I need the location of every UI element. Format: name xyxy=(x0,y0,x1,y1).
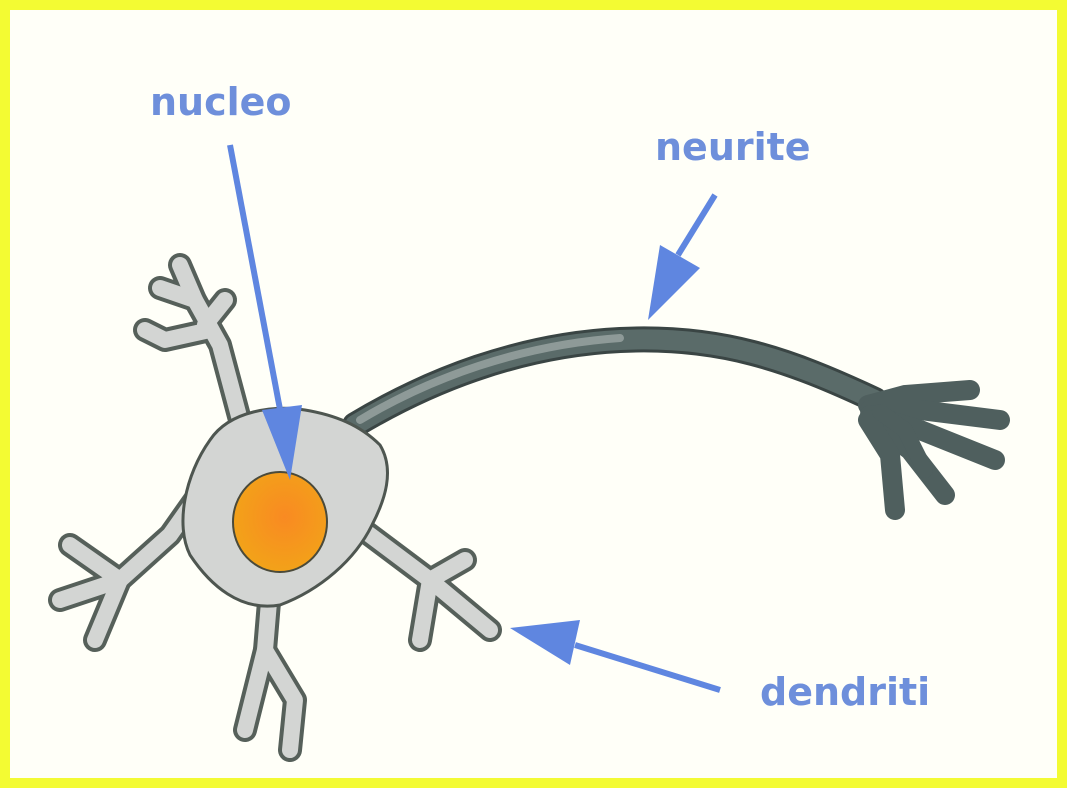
neurite-axon xyxy=(355,338,875,425)
neurite-label: neurite xyxy=(655,125,811,169)
nucleus xyxy=(233,472,327,572)
nucleus-label: nucleo xyxy=(150,80,292,124)
neurite-arrow xyxy=(648,195,715,320)
axon-terminal xyxy=(868,390,1000,510)
dendrites-arrow xyxy=(510,620,720,690)
dendrites-label: dendriti xyxy=(760,670,930,714)
